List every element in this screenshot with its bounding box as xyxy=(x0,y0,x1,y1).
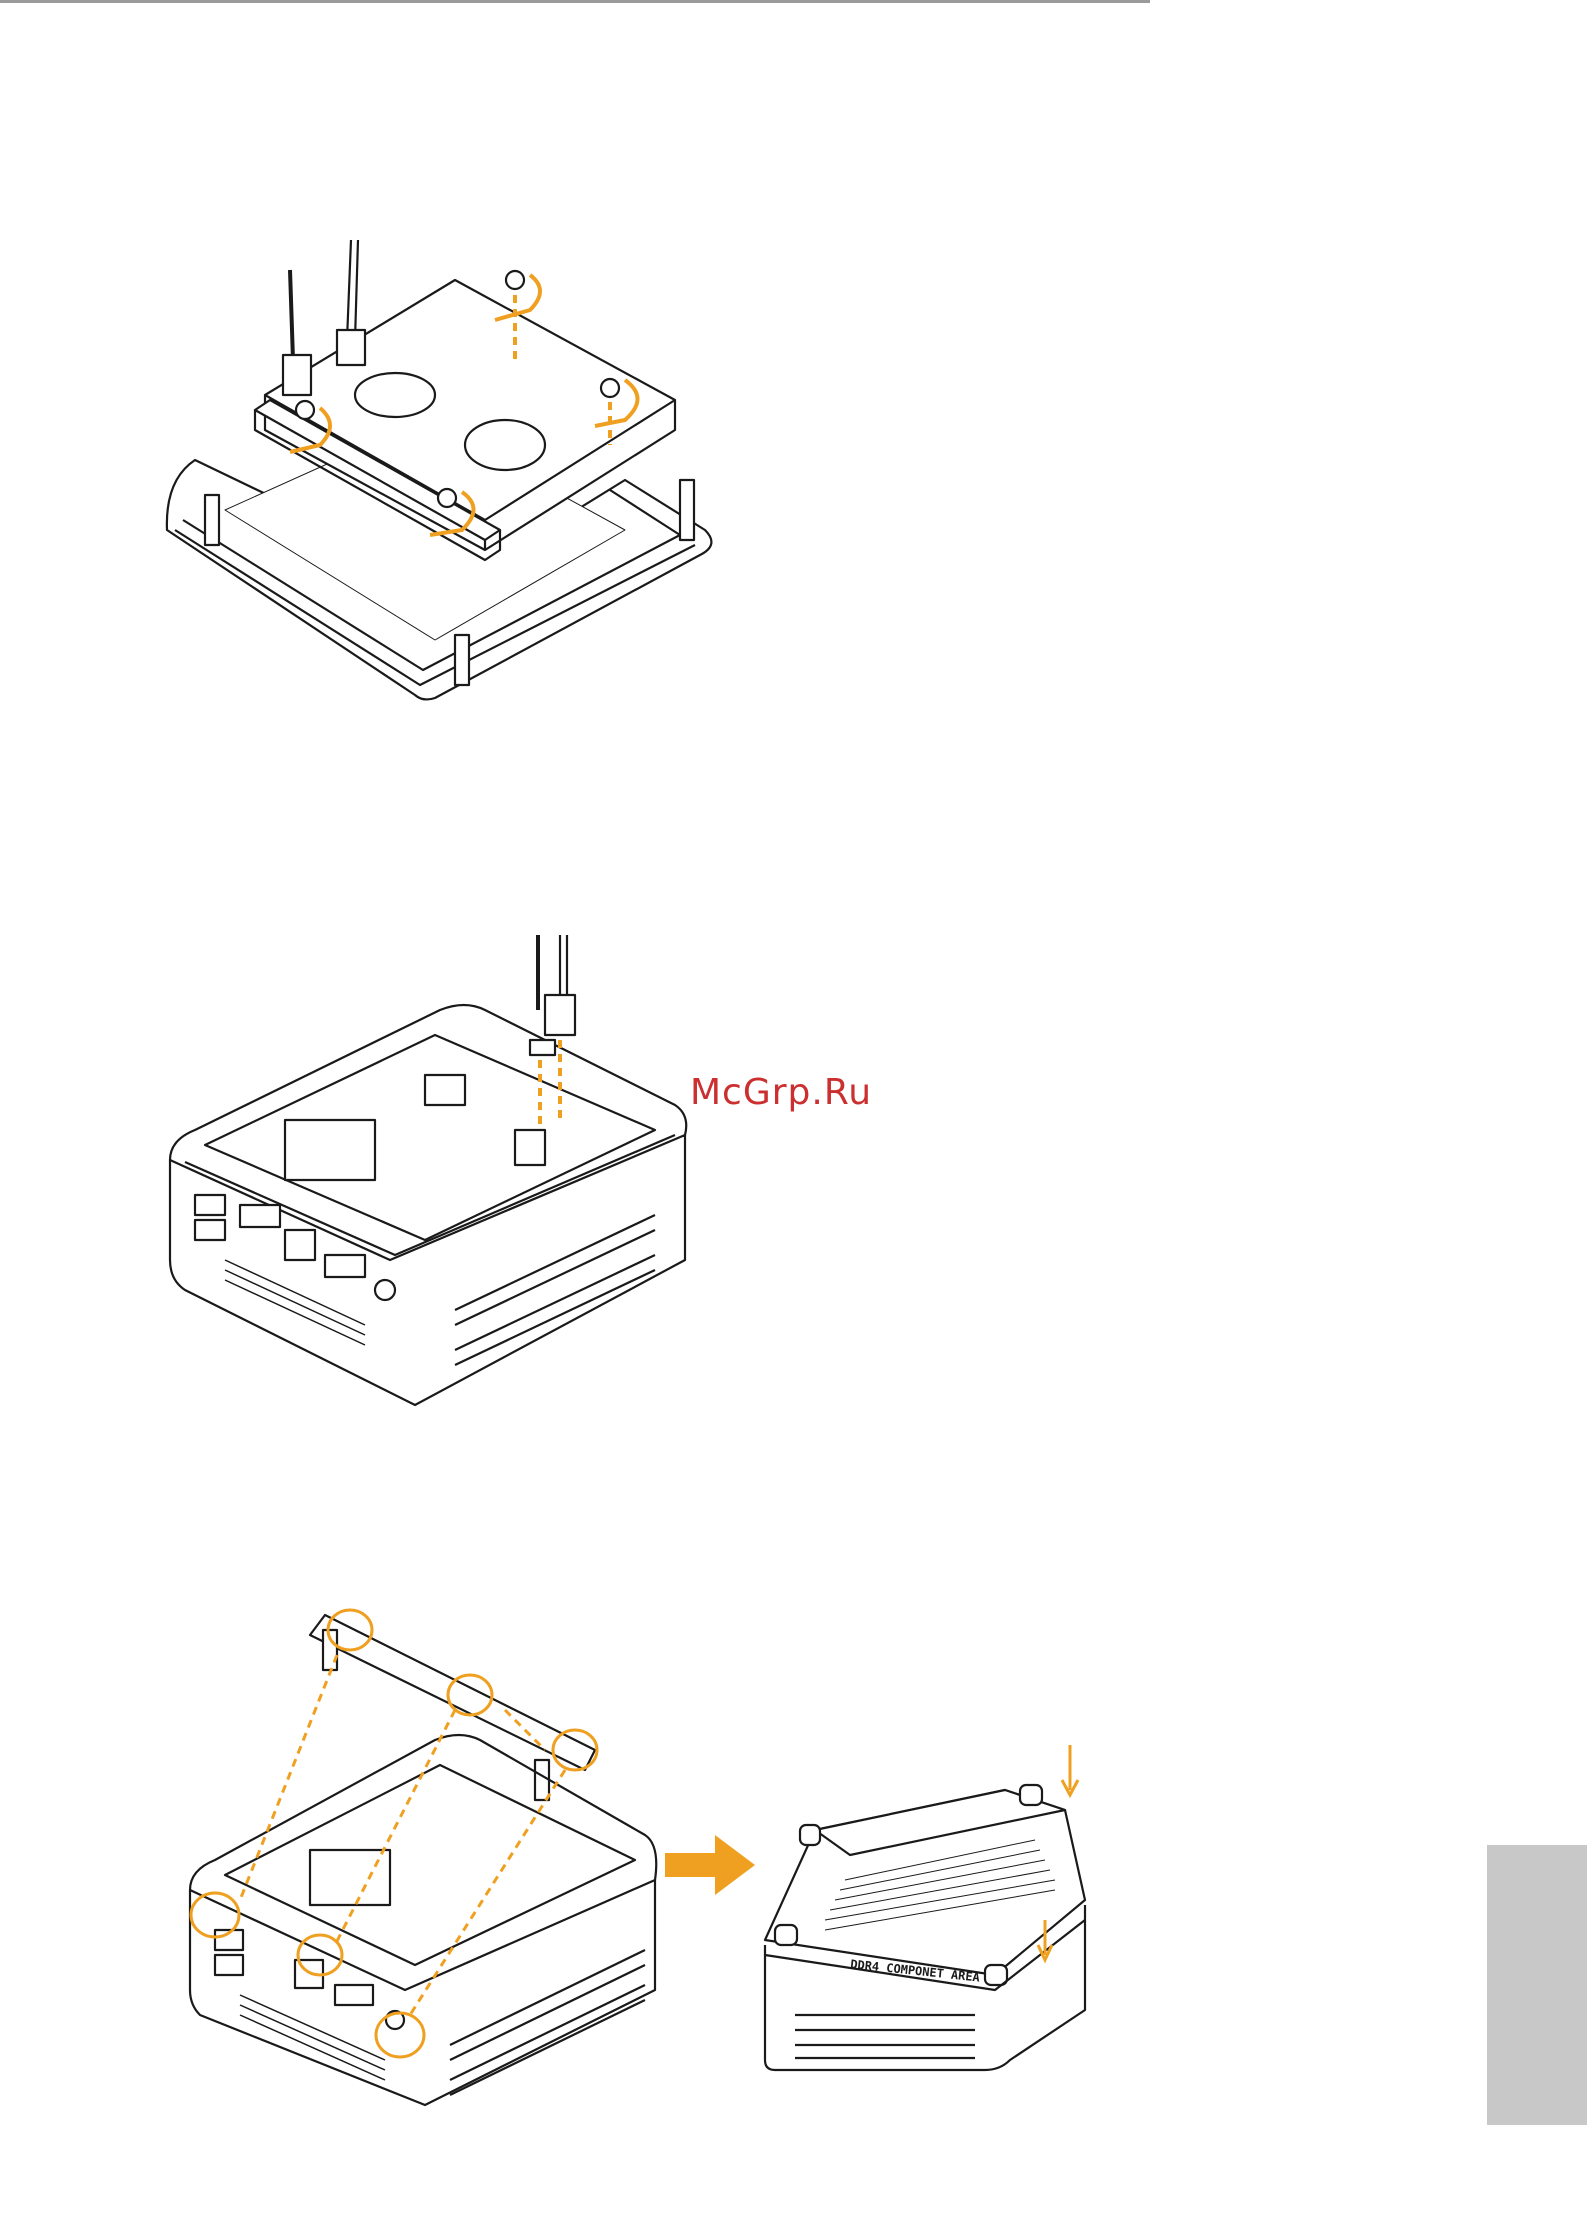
closed-case-illustration: DDR4 COMPONET AREA xyxy=(755,1740,1100,2075)
cover-attach-illustration xyxy=(185,1600,665,2140)
hdd-install-illustration xyxy=(155,230,735,740)
side-tab xyxy=(1487,1845,1587,2125)
sata-connect-illustration xyxy=(165,930,705,1430)
next-step-arrow-icon xyxy=(665,1835,755,1895)
watermark: McGrp.Ru xyxy=(690,1072,872,1113)
header-rule xyxy=(0,0,1150,3)
